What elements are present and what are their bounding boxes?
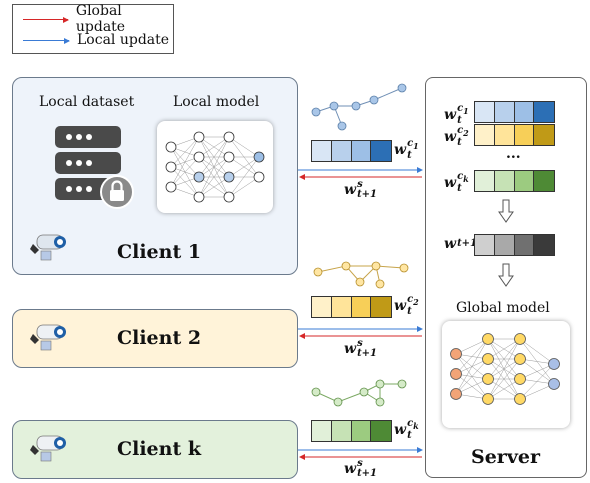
local-update-arrow-icon <box>23 37 70 44</box>
server-weight-bar-2 <box>474 124 555 146</box>
client-1-box: Local dataset Local model <box>12 77 298 275</box>
camera-icon <box>30 435 66 462</box>
client-k-title-text: Client k <box>117 438 202 460</box>
bar-cell <box>371 297 391 317</box>
client-k-graph-icon <box>311 379 407 407</box>
bar-cell <box>534 171 554 191</box>
legend-global: Global update <box>13 3 173 35</box>
database-lock-icon <box>55 126 134 209</box>
server-weight-bar-1 <box>474 101 555 123</box>
client-k-weight-bar <box>311 420 392 442</box>
legend-global-label: Global update <box>75 3 126 35</box>
bar-cell <box>475 171 495 191</box>
legend-local-label: Local update <box>77 32 170 48</box>
local-model-network-icon <box>165 131 265 203</box>
bar-cell <box>494 235 515 255</box>
bar-cell <box>331 421 352 441</box>
aggregate-weight-bar <box>474 234 555 256</box>
bar-cell <box>514 102 535 122</box>
local-dataset-label: Local dataset <box>39 94 135 110</box>
client-1-title: Client 1 <box>117 241 202 263</box>
local-model-label: Local model <box>173 94 260 110</box>
bar-cell <box>312 141 332 161</box>
bar-cell <box>534 125 554 145</box>
bar-cell <box>534 235 554 255</box>
global-model-label: Global model <box>456 300 550 316</box>
client-k-title: Client k <box>117 438 201 460</box>
server-title: Server <box>471 446 540 468</box>
global-update-arrow-icon <box>23 16 69 23</box>
bar-cell <box>312 297 332 317</box>
down-arrow-icon <box>498 199 514 223</box>
client-2-graph-icon <box>313 261 409 289</box>
global-model-network-icon <box>450 333 560 405</box>
legend-local: Local update <box>13 30 169 50</box>
bar-cell <box>514 171 535 191</box>
bar-cell <box>331 297 352 317</box>
bar-cell <box>351 297 372 317</box>
bar-cell <box>475 235 495 255</box>
bar-cell <box>331 141 352 161</box>
bar-cell <box>534 102 554 122</box>
bar-cell <box>312 421 332 441</box>
client-1-weight-bar <box>311 140 392 162</box>
bar-cell <box>371 421 391 441</box>
camera-icon <box>30 234 66 261</box>
client-2-title: Client 2 <box>117 327 202 349</box>
bar-cell <box>494 125 515 145</box>
bar-cell <box>494 102 515 122</box>
bar-cell <box>475 125 495 145</box>
bar-cell <box>514 235 535 255</box>
update-arrows <box>298 167 423 460</box>
bar-cell <box>494 171 515 191</box>
client-k-box: Client k <box>12 420 298 479</box>
bar-cell <box>351 421 372 441</box>
client-2-weight-bar <box>311 296 392 318</box>
legend: Global update Local update <box>12 3 174 54</box>
client-2-box: Client 2 <box>12 309 298 368</box>
bar-cell <box>514 125 535 145</box>
global-model-panel <box>442 321 570 428</box>
down-arrow-icon <box>498 263 514 287</box>
server-ellipsis: ... <box>506 146 521 162</box>
server-weight-bar-k <box>474 170 555 192</box>
camera-icon <box>30 324 66 351</box>
bar-cell <box>351 141 372 161</box>
bar-cell <box>475 102 495 122</box>
local-model-panel <box>157 121 273 213</box>
client-1-graph-icon <box>311 83 407 131</box>
bar-cell <box>371 141 391 161</box>
